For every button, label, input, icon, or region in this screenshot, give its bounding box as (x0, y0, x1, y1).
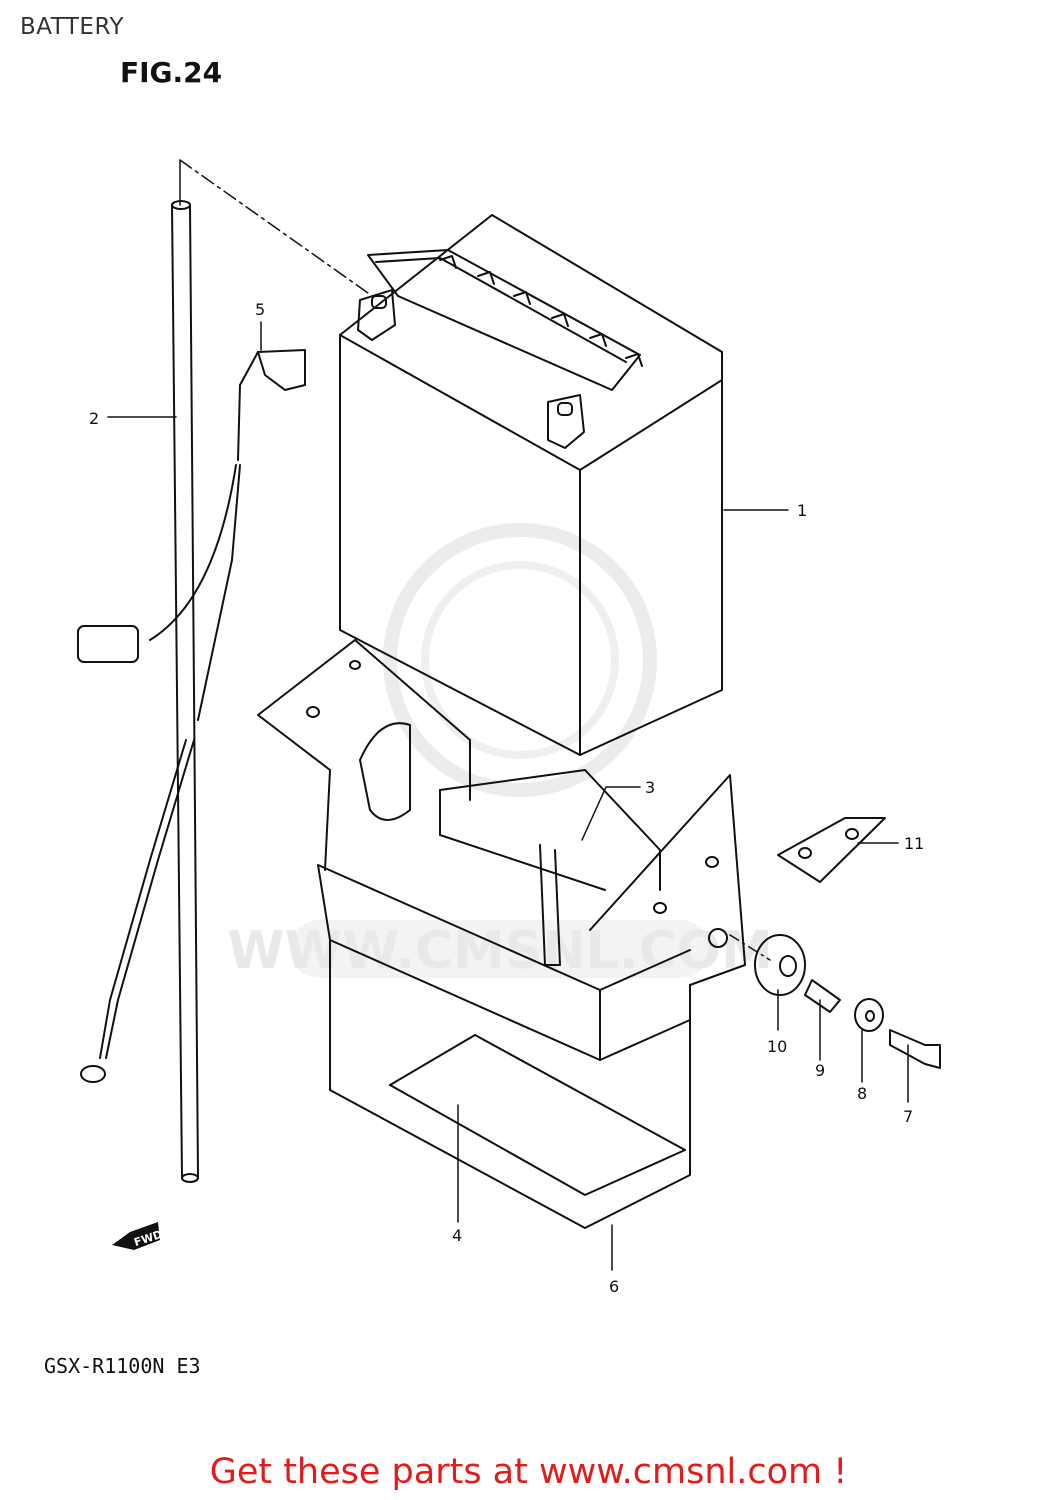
part-number-2: 2 (89, 409, 99, 428)
part-number-7: 7 (903, 1107, 913, 1126)
parts-shop-link[interactable]: Get these parts at www.cmsnl.com ! (209, 1452, 848, 1492)
part-number-3: 3 (645, 778, 655, 797)
battery (339, 214, 723, 756)
watermark-text: WWW.CMSNL.COM (227, 921, 772, 981)
model-code: GSX-R1100N E3 (44, 1354, 201, 1378)
part-number-11: 11 (904, 834, 924, 853)
part-number-1: 1 (797, 501, 807, 520)
part-number-4: 4 (452, 1226, 462, 1245)
battery-case (257, 639, 746, 1229)
rubber-pad (777, 817, 886, 883)
part-number-5: 5 (255, 300, 265, 319)
lead-wire (77, 349, 306, 1083)
page-title: BATTERY (20, 14, 125, 40)
leader-lines (107, 321, 909, 1271)
figure-label: FIG.24 (120, 56, 223, 89)
part-number-9: 9 (815, 1061, 825, 1080)
breather-tube (171, 200, 199, 1183)
mounting-hardware (729, 934, 941, 1069)
part-number-10: 10 (767, 1037, 787, 1056)
direction-arrow: FWD (112, 1222, 164, 1250)
part-number-6: 6 (609, 1277, 619, 1296)
watermark-logo: WWW.CMSNL.COM (227, 523, 773, 981)
part-number-8: 8 (857, 1084, 867, 1103)
